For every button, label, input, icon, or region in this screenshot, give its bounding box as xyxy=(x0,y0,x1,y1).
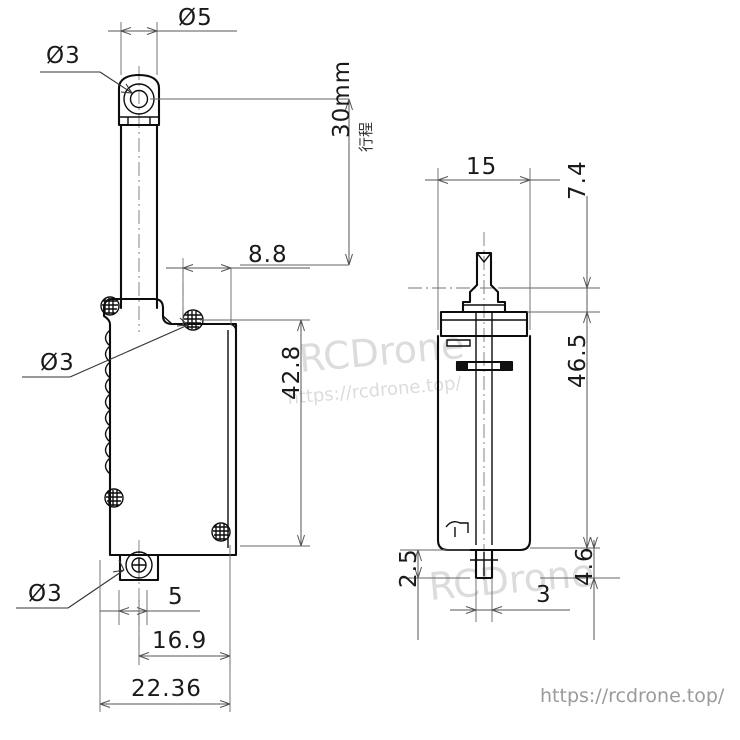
dim-2-5: 2.5 xyxy=(396,548,470,640)
dim-46-5: 46.5 xyxy=(530,312,600,552)
screw-fastener-marks xyxy=(100,296,231,542)
dim-label-7-4: 7.4 xyxy=(565,160,591,200)
side-view-bottom-pin xyxy=(470,548,498,580)
dim-8-8: 8.8 xyxy=(166,242,310,325)
dim-5: 5 xyxy=(100,584,200,625)
dim-15: 15 xyxy=(425,154,560,330)
dim-label-42-8: 42.8 xyxy=(279,345,305,400)
side-view-housing xyxy=(436,310,532,552)
watermark-brand-2: RCDrone xyxy=(427,551,596,609)
dim-4-6: 4.6 xyxy=(540,536,620,640)
dim-7-4: 7.4 xyxy=(500,160,600,324)
dim-label-22-36: 22.36 xyxy=(131,676,202,702)
front-view-centerlines xyxy=(138,66,184,660)
footer-url: https://rcdrone.top/ xyxy=(540,685,725,707)
dim-dia-3-top: Ø3 xyxy=(40,43,133,94)
dim-stroke-30mm: 30mm 行程 xyxy=(150,60,375,266)
dim-16-9: 16.9 xyxy=(138,545,231,665)
dim-label-3: 3 xyxy=(536,582,552,608)
dim-label-dia-3-top: Ø3 xyxy=(46,43,81,69)
dim-label-8-8: 8.8 xyxy=(248,242,288,268)
dim-22-36: 22.36 xyxy=(99,560,231,712)
dim-label-4-6: 4.6 xyxy=(572,546,598,586)
dim-3-shaft: 3 xyxy=(450,578,570,622)
dim-label-5: 5 xyxy=(168,584,184,610)
dim-dia-5: Ø5 xyxy=(108,5,237,75)
dim-label-dia-3-bottom: Ø3 xyxy=(28,581,63,607)
dim-label-dia-3-middle: Ø3 xyxy=(40,350,75,376)
top-eye-detail xyxy=(127,117,151,125)
dim-label-stroke: 30mm xyxy=(329,60,355,138)
watermark-group: RCDrone https://rcdrone.top/ RCDrone xyxy=(287,323,596,609)
dim-42-8: 42.8 xyxy=(200,319,310,547)
dim-dia-3-middle: Ø3 xyxy=(22,317,189,378)
dim-label-2-5: 2.5 xyxy=(396,548,422,588)
bottom-pivot-eye xyxy=(118,551,160,582)
dim-label-dia-5: Ø5 xyxy=(178,5,213,31)
dim-label-15: 15 xyxy=(466,154,497,180)
dim-dia-3-bottom: Ø3 xyxy=(16,559,125,609)
dim-label-46-5: 46.5 xyxy=(565,333,591,388)
side-view-centerlines xyxy=(408,232,588,580)
dim-label-16-9: 16.9 xyxy=(152,628,207,654)
dim-label-stroke-cjk: 行程 xyxy=(357,122,375,152)
actuator-body xyxy=(102,297,238,557)
